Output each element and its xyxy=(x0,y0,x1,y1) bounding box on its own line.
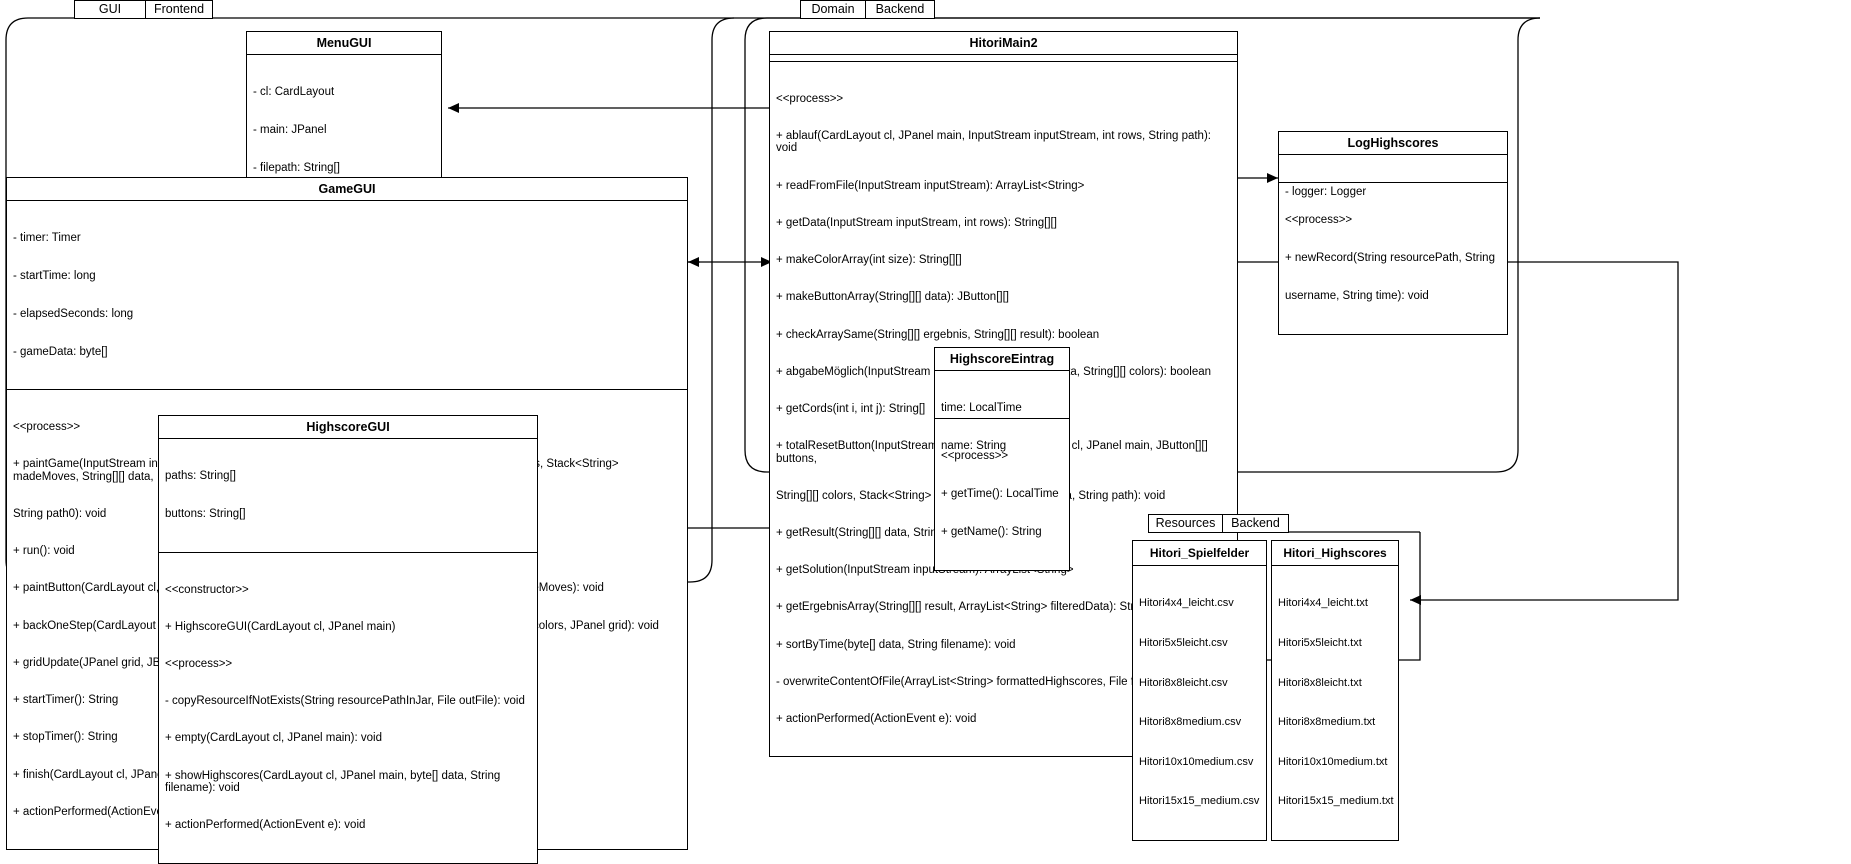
file-item: Hitori5x5leicht.txt xyxy=(1278,637,1362,650)
class-name-hitori-highscores: Hitori_Highscores xyxy=(1272,541,1398,566)
attribute-row: - main: JPanel xyxy=(253,123,327,136)
attribute-row: - elapsedSeconds: long xyxy=(13,307,134,320)
package-tab-resources-backend[interactable]: Backend xyxy=(1222,514,1289,533)
method-row: + startTimer(): String xyxy=(13,694,119,707)
package-tab-label: Frontend xyxy=(153,2,205,16)
attribute-row: - timer: Timer xyxy=(13,232,81,245)
class-attributes-hitorimain2 xyxy=(770,55,1237,62)
method-row: + ablauf(CardLayout cl, JPanel main, Inp… xyxy=(776,130,1215,155)
class-name-gamegui: GameGUI xyxy=(7,178,687,201)
file-list-highscores: Hitori4x4_leicht.txt Hitori5x5leicht.txt… xyxy=(1272,566,1398,840)
package-tab-label: Domain xyxy=(811,2,855,16)
class-attributes-highscoreeintrag: time: LocalTime name: String xyxy=(935,371,1069,452)
method-row: + getName(): String xyxy=(941,525,1042,538)
method-row: + HighscoreGUI(CardLayout cl, JPanel mai… xyxy=(165,620,396,633)
file-item: Hitori10x10medium.txt xyxy=(1278,755,1388,768)
file-item: Hitori8x8medium.csv xyxy=(1139,716,1242,729)
class-name-highscoreeintrag: HighscoreEintrag xyxy=(935,348,1069,371)
attribute-row: paths: String[] xyxy=(165,470,236,483)
package-tab-gui[interactable]: GUI xyxy=(74,0,146,19)
attribute-row: - cl: CardLayout xyxy=(253,86,335,99)
file-item: Hitori8x8leicht.csv xyxy=(1139,676,1228,689)
attribute-row: buttons: String[] xyxy=(165,507,246,520)
file-item: Hitori10x10medium.csv xyxy=(1139,755,1254,768)
file-list-spielfelder: Hitori4x4_leicht.csv Hitori5x5leicht.csv… xyxy=(1133,566,1266,840)
method-row: <<process>> xyxy=(941,450,1009,463)
method-row: + sortByTime(byte[] data, String filenam… xyxy=(776,638,1016,651)
method-row: + makeColorArray(int size): String[][] xyxy=(776,254,962,267)
attribute-row: time: LocalTime xyxy=(941,402,1022,415)
file-item: Hitori4x4_leicht.txt xyxy=(1278,597,1368,610)
method-row: + getTime(): LocalTime xyxy=(941,487,1059,500)
class-name-menugui: MenuGUI xyxy=(247,32,441,55)
method-row: + makeButtonArray(String[][] data): JBut… xyxy=(776,291,1009,304)
file-item: Hitori15x15_medium.csv xyxy=(1139,795,1260,808)
method-row: <<constructor>> xyxy=(165,583,249,596)
method-row: + actionPerformed(ActionEvent e): void xyxy=(165,819,366,832)
file-item: Hitori8x8medium.txt xyxy=(1278,716,1376,729)
class-box-highscoregui[interactable]: HighscoreGUI paths: String[] buttons: St… xyxy=(158,415,538,864)
attribute-row: - startTime: long xyxy=(13,269,96,282)
package-tab-frontend[interactable]: Frontend xyxy=(145,0,213,19)
method-row: + checkArraySame(String[][] ergebnis, St… xyxy=(776,328,1100,341)
class-attributes-highscoregui: paths: String[] buttons: String[] xyxy=(159,439,537,553)
method-row: + readFromFile(InputStream inputStream):… xyxy=(776,179,1085,192)
file-item: Hitori8x8leicht.txt xyxy=(1278,676,1362,689)
class-name-hitori-spielfelder: Hitori_Spielfelder xyxy=(1133,541,1266,566)
package-tab-resources[interactable]: Resources xyxy=(1148,514,1223,533)
file-item: Hitori5x5leicht.csv xyxy=(1139,637,1228,650)
class-box-loghighscores[interactable]: LogHighscores - logger: Logger <<process… xyxy=(1278,131,1508,335)
method-row: username, String time): void xyxy=(1285,289,1429,302)
attribute-row: - gameData: byte[] xyxy=(13,345,108,358)
class-methods-highscoregui: <<constructor>> + HighscoreGUI(CardLayou… xyxy=(159,553,537,863)
diagram-canvas: GUI Frontend Domain Backend Resources Ba… xyxy=(5,0,1679,864)
method-row: - copyResourceIfNotExists(String resourc… xyxy=(165,695,525,708)
package-tab-domain[interactable]: Domain xyxy=(800,0,866,19)
class-methods-loghighscores: <<process>> + newRecord(String resourceP… xyxy=(1279,183,1507,334)
method-row: + showHighscores(CardLayout cl, JPanel m… xyxy=(165,769,504,795)
method-row: <<process>> xyxy=(776,92,844,105)
package-tab-label: GUI xyxy=(98,2,122,16)
class-name-highscoregui: HighscoreGUI xyxy=(159,416,537,439)
package-tab-label: Backend xyxy=(1231,516,1280,530)
class-box-hitori-highscores[interactable]: Hitori_Highscores Hitori4x4_leicht.txt H… xyxy=(1271,540,1399,842)
class-attributes-loghighscores: - logger: Logger xyxy=(1279,155,1507,198)
method-row: <<process>> xyxy=(165,658,233,670)
method-row: <<process>> xyxy=(1285,214,1353,227)
class-attributes-gamegui: - timer: Timer - startTime: long - elaps… xyxy=(7,201,687,391)
package-tab-label: Backend xyxy=(875,2,925,16)
class-box-hitori-spielfelder[interactable]: Hitori_Spielfelder Hitori4x4_leicht.csv … xyxy=(1132,540,1267,842)
method-row: + actionPerformed(ActionEvent e): void xyxy=(776,713,977,726)
class-box-highscoreeintrag[interactable]: HighscoreEintrag time: LocalTime name: S… xyxy=(934,347,1070,571)
class-name-loghighscores: LogHighscores xyxy=(1279,132,1507,155)
package-tab-backend[interactable]: Backend xyxy=(865,0,935,19)
method-row: + stopTimer(): String xyxy=(13,731,118,744)
package-tab-label: Resources xyxy=(1155,516,1216,530)
method-row: + empty(CardLayout cl, JPanel main): voi… xyxy=(165,732,383,745)
file-item: Hitori4x4_leicht.csv xyxy=(1139,597,1234,610)
method-row: + newRecord(String resourcePath, String xyxy=(1285,251,1495,264)
class-name-hitorimain2: HitoriMain2 xyxy=(770,32,1237,55)
method-row: + getData(InputStream inputStream, int r… xyxy=(776,216,1057,229)
file-item: Hitori15x15_medium.txt xyxy=(1278,795,1394,808)
attribute-row: - filepath: String[] xyxy=(253,161,340,174)
